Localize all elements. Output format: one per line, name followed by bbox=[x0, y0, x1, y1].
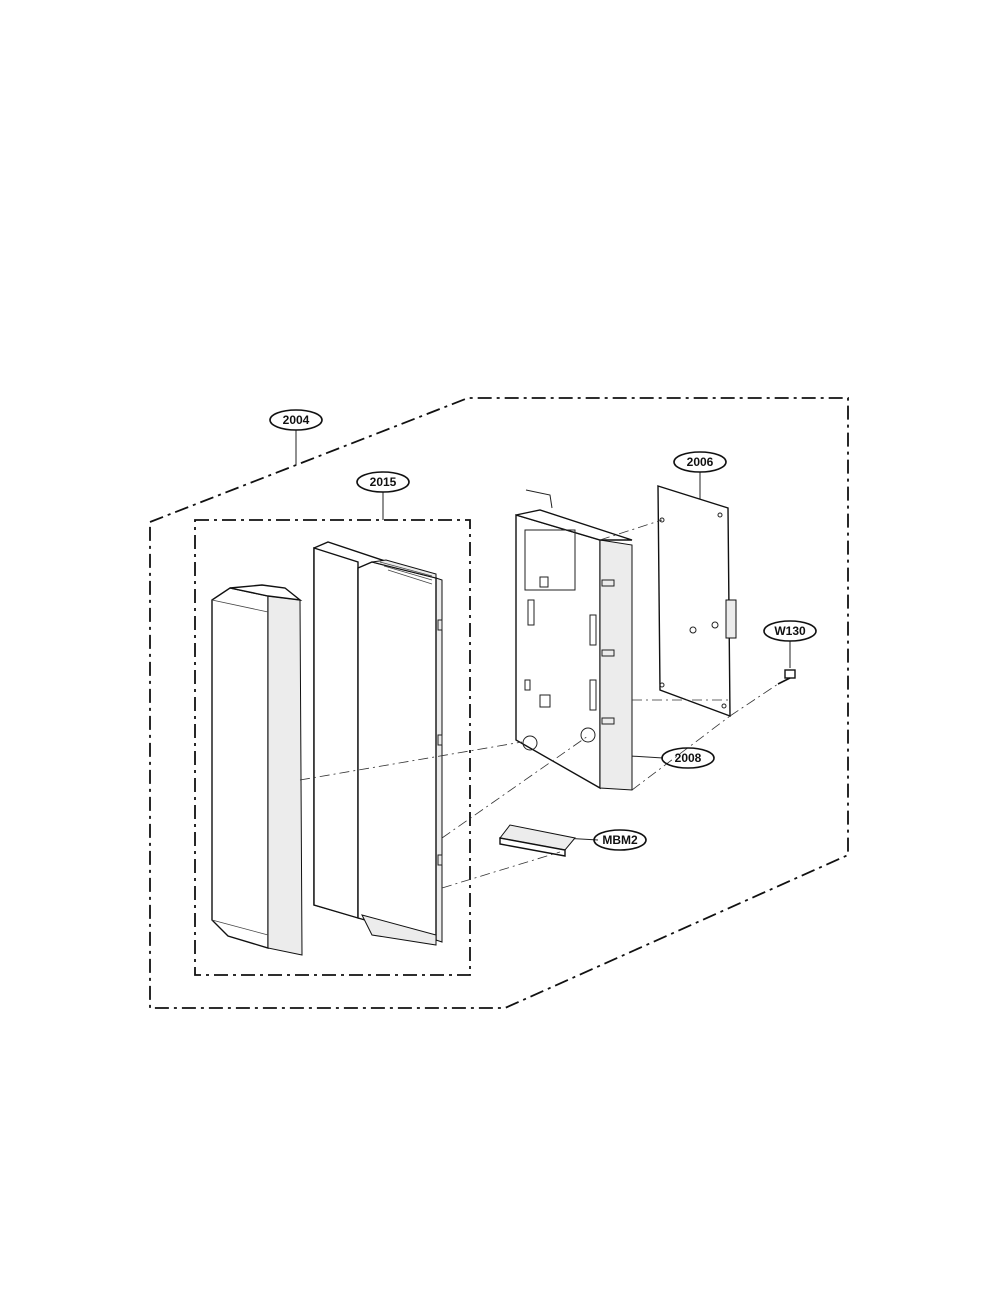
callout-2008: 2008 bbox=[661, 747, 715, 769]
pcb-board-2006 bbox=[657, 485, 737, 718]
screw-icon bbox=[777, 669, 796, 685]
front-cover-panel bbox=[211, 584, 385, 956]
pcb-housing-2008 bbox=[515, 489, 633, 791]
callout-label-w130: W130 bbox=[774, 624, 806, 638]
leader-lines bbox=[295, 430, 791, 841]
callout-2004: 2004 bbox=[269, 409, 323, 431]
callout-w130: W130 bbox=[763, 620, 817, 642]
callout-label-2006: 2006 bbox=[687, 455, 714, 469]
control-panel-frame bbox=[313, 541, 443, 946]
callout-mbm2: MBM2 bbox=[593, 829, 647, 851]
callout-label-mbm2: MBM2 bbox=[602, 833, 638, 847]
insulator-mbm2 bbox=[499, 824, 576, 857]
callout-label-2015: 2015 bbox=[370, 475, 397, 489]
callout-2015: 2015 bbox=[356, 471, 410, 493]
callout-label-2008: 2008 bbox=[675, 751, 702, 765]
callout-2006: 2006 bbox=[673, 451, 727, 473]
assembly-2015-boundary bbox=[194, 519, 471, 976]
callout-label-2004: 2004 bbox=[283, 413, 310, 427]
projection-lines bbox=[299, 519, 779, 889]
